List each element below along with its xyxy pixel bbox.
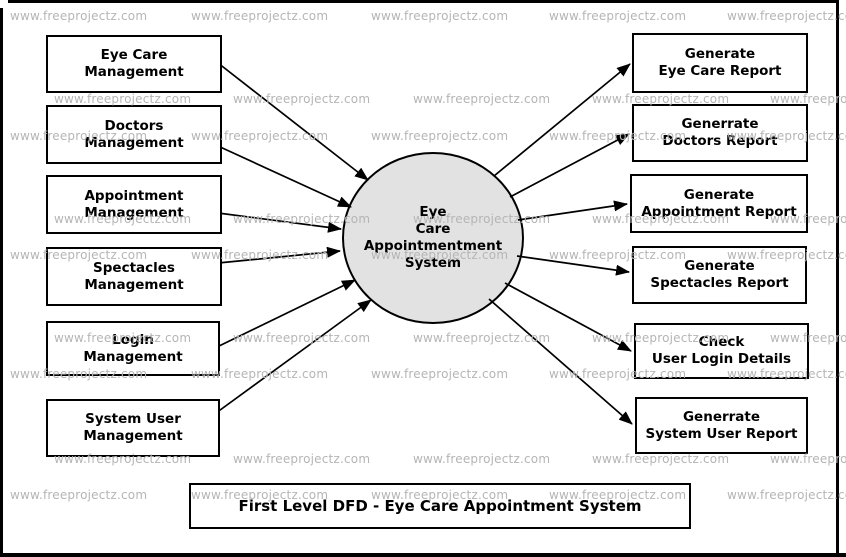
process-label-line: Care — [415, 221, 451, 237]
entity-label-line: Login — [112, 331, 154, 348]
entity-label-line: Spectacles Report — [650, 275, 789, 291]
entity-label-line: Eye Care Report — [658, 63, 782, 79]
entity-label-line: Generrate — [681, 116, 759, 132]
data-flow-arrow — [504, 282, 632, 352]
entity-label-line: System User Report — [645, 425, 798, 442]
process-label-line: System — [404, 255, 462, 271]
entity-label-line: Generrate — [682, 408, 761, 425]
entity-label-line: Management — [84, 64, 184, 80]
data-flow-arrow — [215, 299, 372, 414]
diagram-frame-top — [8, 0, 839, 3]
data-flow-arrow — [509, 133, 630, 198]
entity-label-line: Management — [83, 348, 183, 365]
diagram-frame-bottom — [0, 553, 846, 557]
entity-label-line: User Login Details — [651, 351, 792, 367]
entity-label-line: Management — [84, 204, 184, 221]
data-flow-arrow — [217, 212, 342, 233]
data-flow-arrow — [516, 255, 630, 276]
entity-label-line: Management — [84, 134, 184, 151]
entity-label-line: Doctors Report — [662, 133, 778, 149]
process-label-line: Appointmentment — [363, 238, 503, 254]
process-label-line: Eye — [419, 204, 447, 220]
data-flow-arrow — [217, 246, 341, 264]
entity-label-line: Appointment Report — [641, 203, 797, 220]
entity-label-line: Check — [698, 334, 745, 350]
entity-label-line: Generate — [684, 258, 755, 274]
entity-label-line: Spectacles — [93, 259, 175, 276]
diagram-title-box: First Level DFD - Eye Care Appointment S… — [189, 483, 691, 529]
diagram-frame-left — [0, 8, 3, 554]
data-flow-arrow — [488, 298, 633, 425]
diagram-title: First Level DFD - Eye Care Appointment S… — [238, 497, 642, 515]
entity-label-line: Management — [84, 276, 184, 293]
entity-label-line: Generate — [684, 46, 756, 62]
data-flow-arrow — [217, 145, 352, 208]
data-flow-arrow — [517, 200, 628, 221]
diagram-frame-right — [836, 0, 839, 554]
entity-label-line: Doctors — [104, 117, 164, 134]
data-flow-arrow — [217, 62, 369, 181]
process-circle-eye-care-appointment-system: Eye Care Appointmentment System — [342, 152, 524, 324]
entity-label-line: Appointment — [84, 187, 184, 204]
data-flow-arrow — [493, 63, 631, 177]
entity-label-line: Generate — [683, 186, 755, 203]
entity-label-line: Eye Care — [100, 47, 168, 63]
entity-label-line: System User — [85, 411, 181, 427]
data-flow-arrow — [216, 279, 356, 348]
entity-label-line: Management — [83, 428, 183, 444]
